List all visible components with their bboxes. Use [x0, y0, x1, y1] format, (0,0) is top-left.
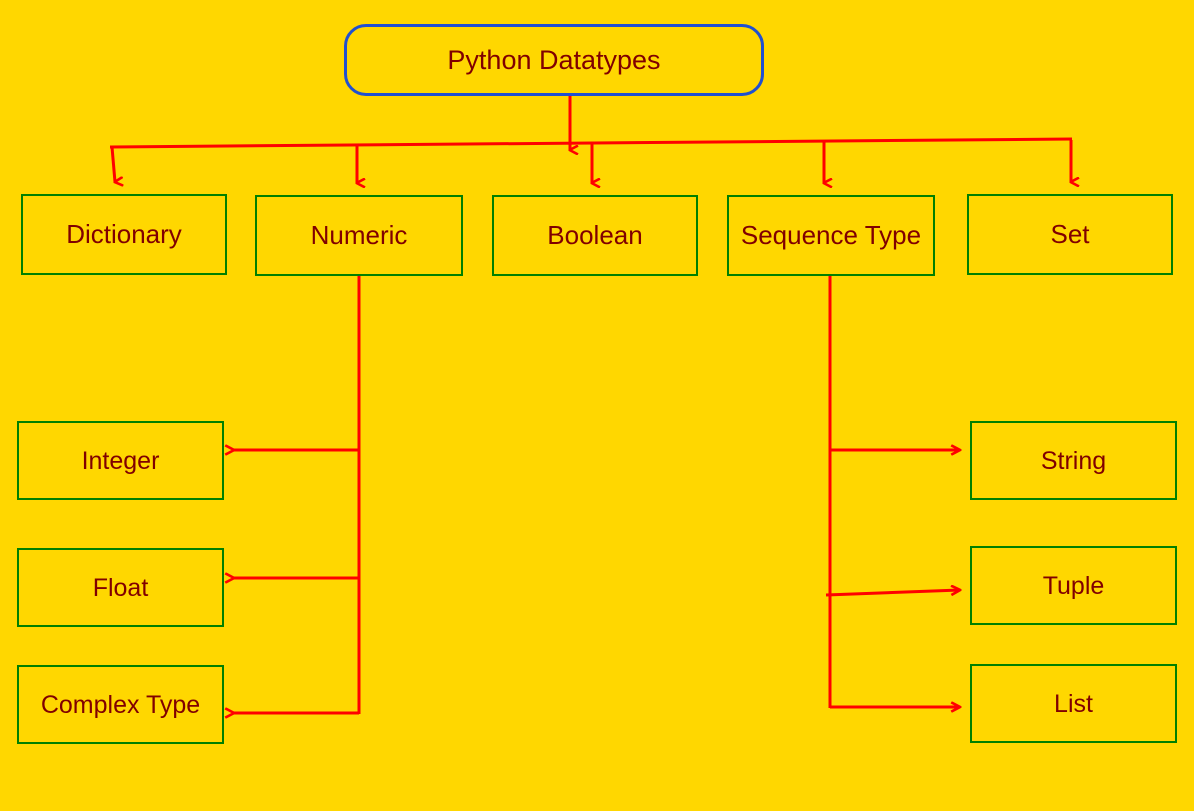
node-tuple[interactable]: Tuple [970, 546, 1177, 625]
node-string[interactable]: String [970, 421, 1177, 500]
node-label: String [1040, 446, 1107, 475]
node-label: List [1054, 689, 1093, 718]
node-label: Dictionary [66, 218, 182, 249]
node-label: Complex Type [40, 690, 201, 719]
node-label: Set [1050, 218, 1090, 249]
node-label: Boolean [547, 219, 643, 250]
node-label: Float [92, 573, 149, 602]
node-label: Sequence Type [740, 219, 922, 250]
node-label: Python Datatypes [447, 44, 661, 75]
node-label: Integer [81, 446, 160, 475]
node-python-datatypes[interactable]: Python Datatypes [344, 24, 764, 96]
node-numeric[interactable]: Numeric [255, 195, 463, 276]
node-float[interactable]: Float [17, 548, 224, 627]
node-label: Numeric [310, 219, 408, 250]
node-integer[interactable]: Integer [17, 421, 224, 500]
node-set[interactable]: Set [967, 194, 1173, 275]
node-label: Tuple [1042, 571, 1105, 600]
node-list[interactable]: List [970, 664, 1177, 743]
node-sequence-type[interactable]: Sequence Type [727, 195, 935, 276]
node-dictionary[interactable]: Dictionary [21, 194, 227, 275]
node-boolean[interactable]: Boolean [492, 195, 698, 276]
node-complex-type[interactable]: Complex Type [17, 665, 224, 744]
